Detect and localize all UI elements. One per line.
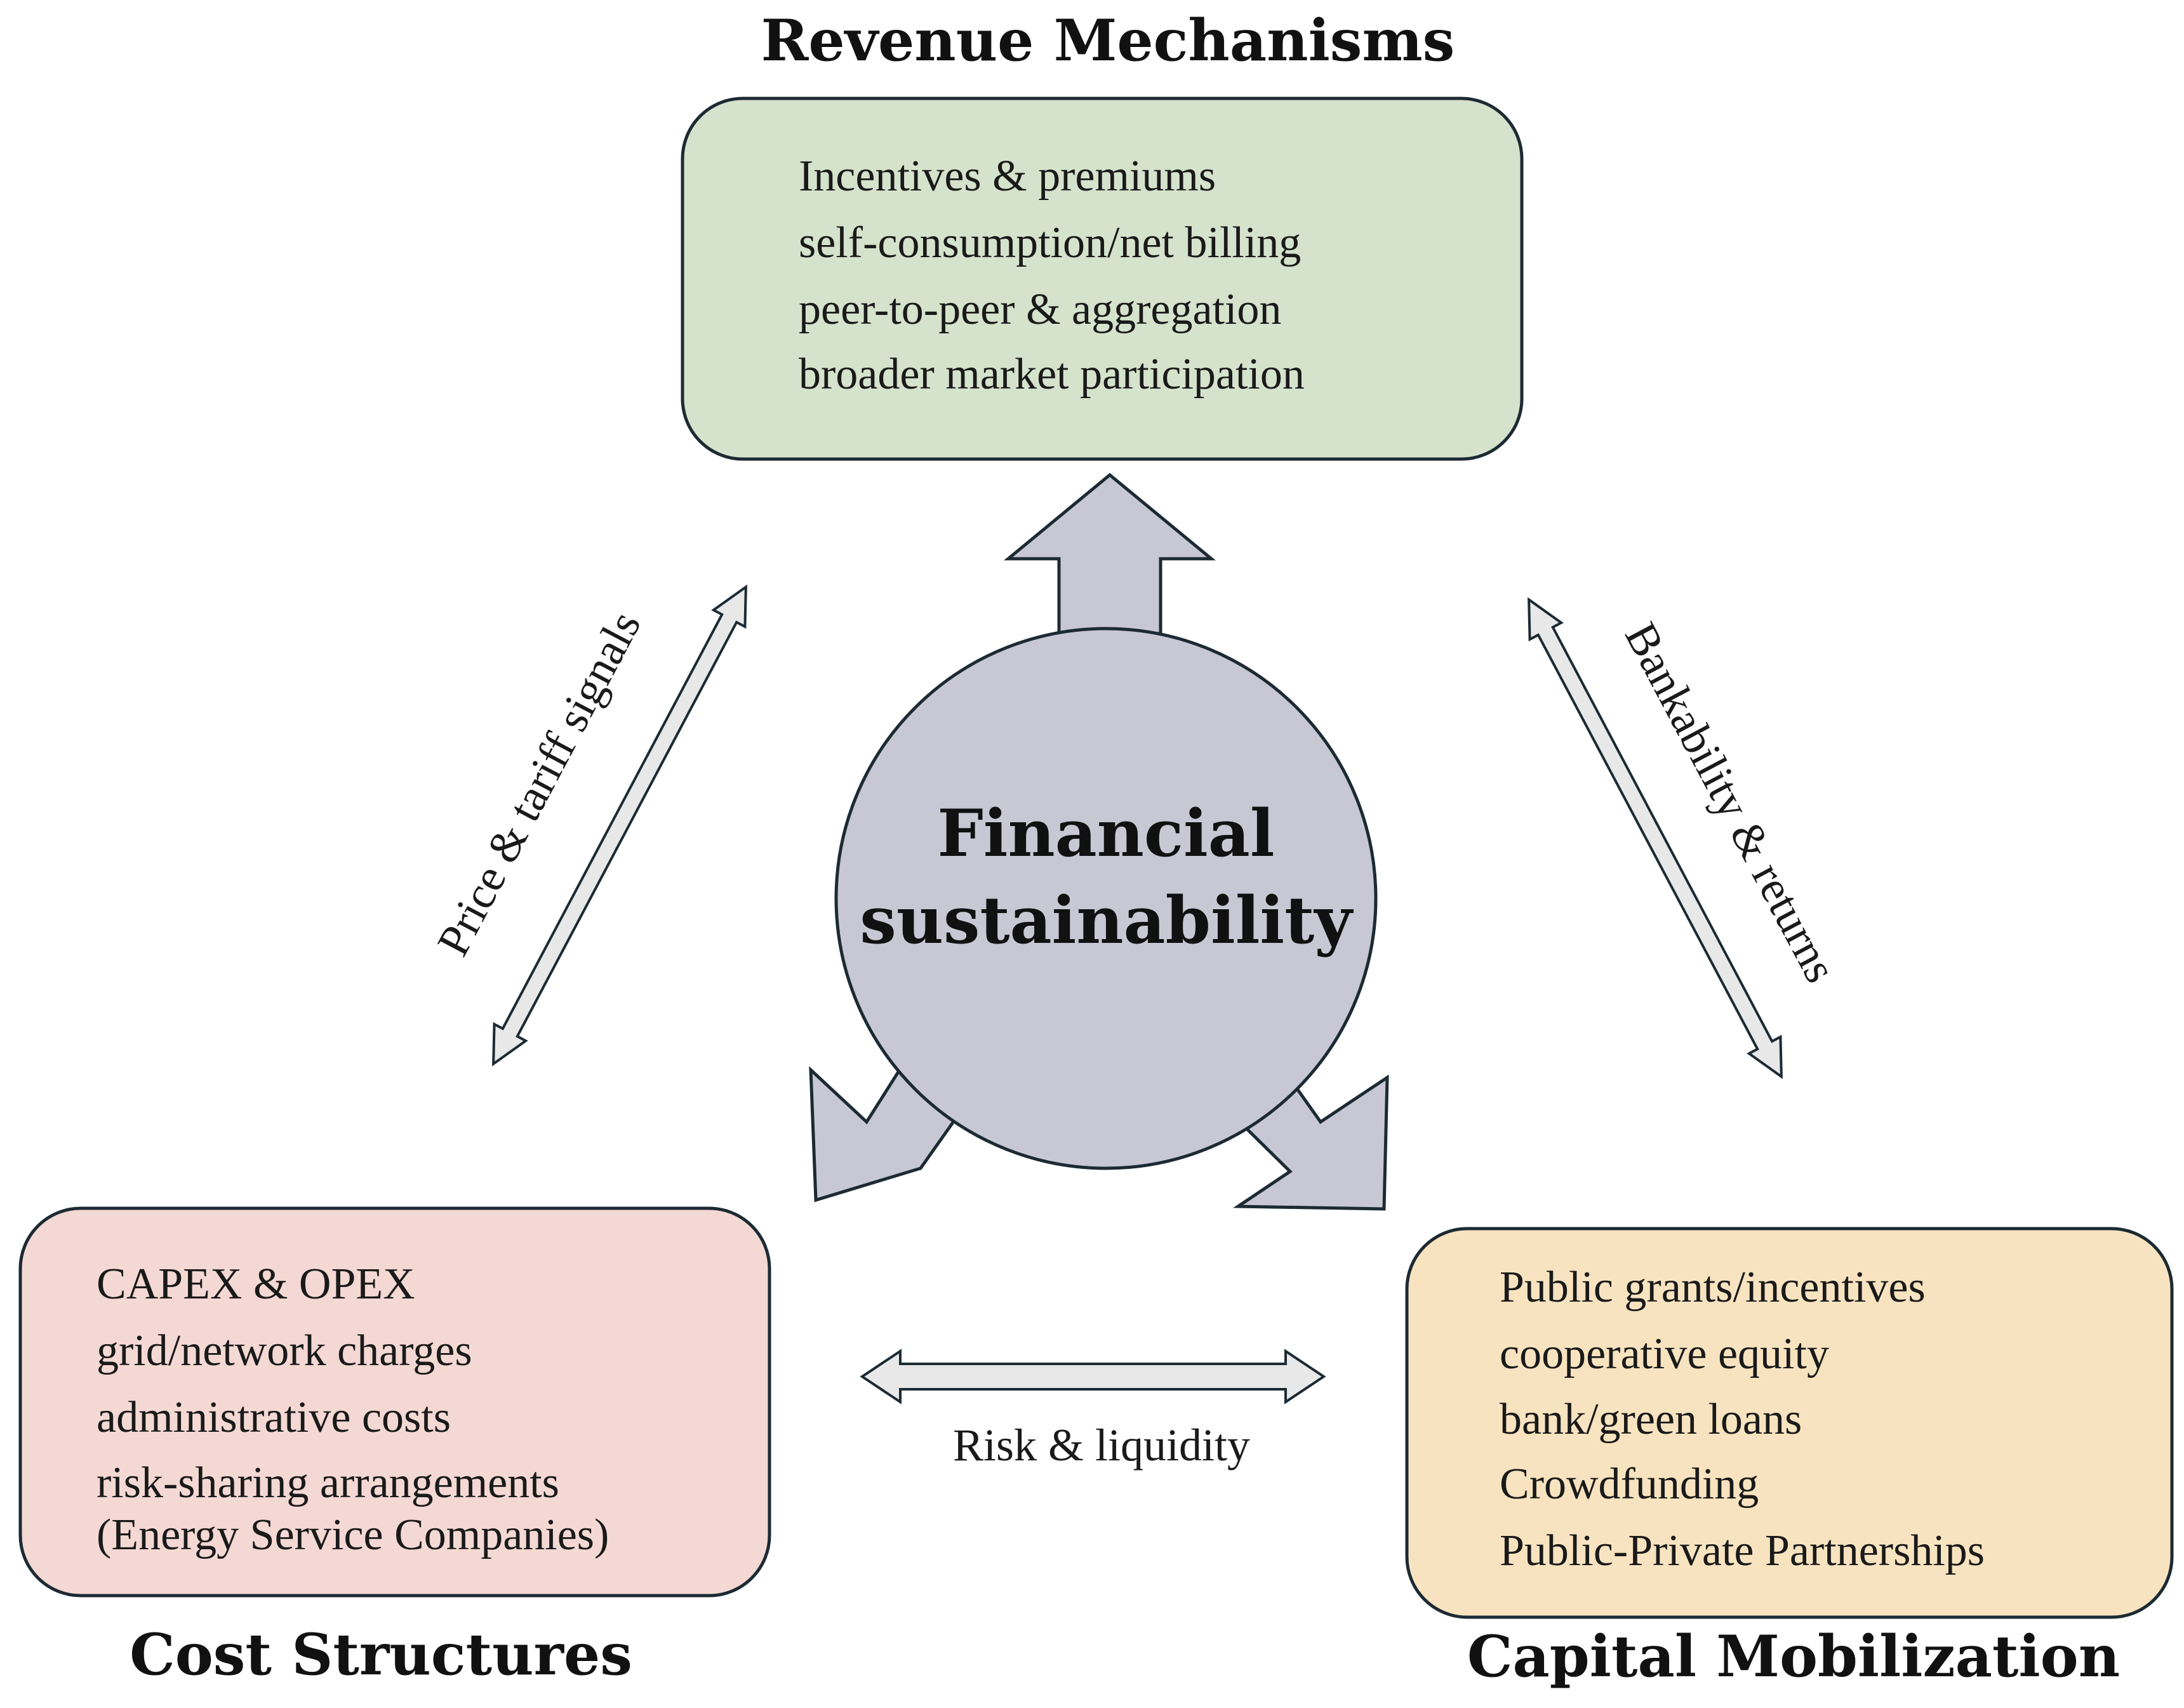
center-label-line1: Financial (937, 796, 1274, 872)
capital-item: Crowdfunding (1500, 1460, 1759, 1509)
revenue-item: peer-to-peer & aggregation (799, 285, 1281, 334)
cost-item: risk-sharing arrangements (97, 1458, 559, 1507)
cost-structures-box (18, 1206, 771, 1598)
revenue-item: self-consumption/net billing (799, 218, 1301, 267)
capital-mobilization-title: Capital Mobilization (1467, 1623, 2120, 1690)
risk-liquidity-double-arrow (860, 1349, 1326, 1404)
revenue-item: Incentives & premiums (799, 152, 1216, 201)
capital-item: Public-Private Partnerships (1500, 1526, 1985, 1575)
center-label-line2: sustainability (860, 883, 1354, 959)
financial-sustainability-circle (834, 627, 1378, 1170)
bankability-returns-label: Bankability & returns (1615, 615, 1847, 991)
cost-item: CAPEX & OPEX (97, 1260, 415, 1309)
cost-structures-title: Cost Structures (130, 1621, 632, 1688)
price-tariff-double-arrow (492, 584, 747, 1067)
revenue-item: broader market participation (799, 350, 1305, 399)
capital-item: bank/green loans (1500, 1395, 1802, 1444)
capital-item: cooperative equity (1500, 1330, 1829, 1378)
capital-item: Public grants/incentives (1500, 1263, 1926, 1312)
price-tariff-signals-label: Price & tariff signals (427, 603, 651, 964)
risk-liquidity-label: Risk & liquidity (953, 1420, 1250, 1471)
capital-mobilization-box (1405, 1227, 2174, 1619)
cost-item: grid/network charges (97, 1326, 472, 1375)
cost-item: (Energy Service Companies) (97, 1511, 609, 1559)
revenue-mechanisms-box (681, 97, 1524, 461)
cost-item: administrative costs (97, 1393, 451, 1442)
revenue-mechanisms-title: Revenue Mechanisms (761, 7, 1455, 74)
bankability-double-arrow (1528, 597, 1783, 1079)
